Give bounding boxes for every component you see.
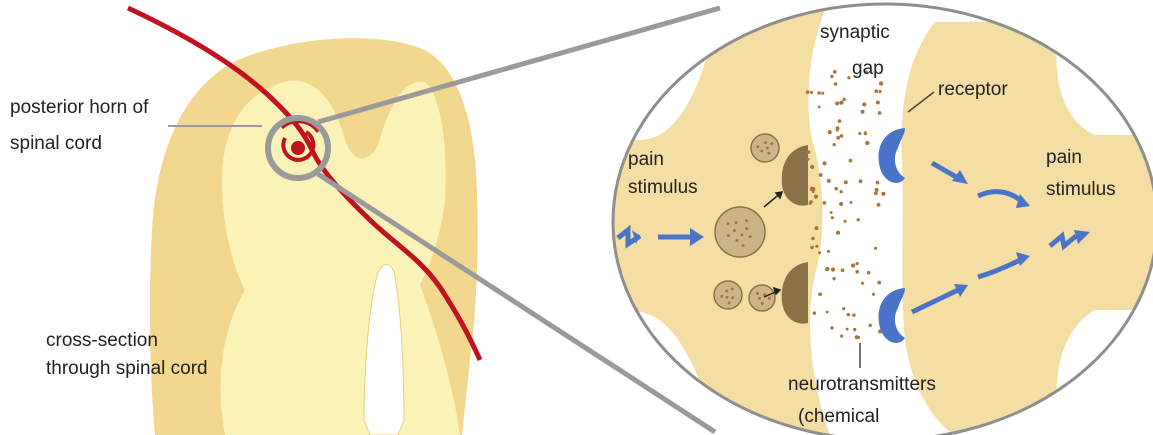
neurotransmitter-molecule xyxy=(821,92,824,95)
neurotransmitter-molecule xyxy=(857,336,860,339)
spinal-cord-grey-matter xyxy=(221,81,460,435)
neurotransmitter-molecule xyxy=(836,231,840,235)
neurotransmitter-molecule xyxy=(881,192,885,196)
neurotransmitter-molecule xyxy=(865,141,869,145)
neurotransmitter-molecule xyxy=(813,311,816,314)
neurotransmitter-molecule xyxy=(844,180,848,184)
neurotransmitter-molecule xyxy=(826,311,829,314)
neurotransmitter-molecule xyxy=(833,70,837,74)
neurotransmitter-molecule xyxy=(815,226,819,230)
neurotransmitter-molecule xyxy=(868,324,871,327)
neurotransmitter-molecule xyxy=(810,187,814,191)
neurotransmitter-molecule xyxy=(876,101,880,105)
neurotransmitter-molecule xyxy=(839,202,843,206)
neurotransmitter-molecule xyxy=(838,119,842,123)
neurotransmitter-molecule xyxy=(809,200,812,203)
neurotransmitter-molecule xyxy=(836,129,839,132)
neurotransmitter-molecule xyxy=(875,188,879,192)
neurotransmitter-molecule xyxy=(876,181,880,185)
neurotransmitter-molecule xyxy=(851,263,855,267)
neurotransmitter-molecule xyxy=(874,191,878,195)
neurotransmitter-molecule xyxy=(831,267,835,271)
neurotransmitter-molecule xyxy=(839,100,843,104)
neurotransmitter-molecule xyxy=(807,158,810,161)
neurotransmitter-molecule xyxy=(856,218,859,221)
neurotransmitter-molecule xyxy=(815,245,818,248)
neurotransmitter-molecule xyxy=(877,203,881,207)
neurotransmitter-molecule xyxy=(832,277,835,280)
neurotransmitter-molecule xyxy=(877,281,881,285)
neurotransmitter-molecule xyxy=(852,313,855,316)
neurotransmitter-molecule xyxy=(830,326,834,330)
neurotransmitter-molecule xyxy=(874,247,877,250)
neurotransmitter-molecule xyxy=(878,111,882,115)
neurotransmitter-molecule xyxy=(846,328,849,331)
neurotransmitter-molecule xyxy=(842,98,845,101)
vesicle xyxy=(751,134,779,162)
neurotransmitter-molecule xyxy=(810,165,814,169)
neurotransmitter-molecule xyxy=(858,132,861,135)
neurotransmitter-molecule xyxy=(861,282,864,285)
nerve-terminal-dot xyxy=(291,141,305,155)
neurotransmitter-molecule xyxy=(819,293,822,296)
neurotransmitter-molecule xyxy=(855,262,858,265)
neurotransmitter-molecule xyxy=(874,89,878,93)
neurotransmitter-molecule xyxy=(849,159,853,163)
neurotransmitter-molecule xyxy=(840,134,844,138)
neurotransmitter-molecule xyxy=(810,246,814,250)
neurotransmitter-molecule xyxy=(867,271,871,275)
neurotransmitter-molecule xyxy=(827,179,831,183)
vesicle xyxy=(749,285,775,311)
neurotransmitter-molecule xyxy=(818,106,821,109)
neurotransmitter-molecule xyxy=(879,90,882,93)
neurotransmitter-molecule xyxy=(862,102,866,106)
neurotransmitter-molecule xyxy=(835,101,839,105)
neurotransmitter-molecule xyxy=(840,335,843,338)
neurotransmitter-molecule xyxy=(859,179,863,183)
neurotransmitter-molecule xyxy=(806,90,810,94)
neurotransmitter-molecule xyxy=(834,82,838,86)
posterior-horn-label: posterior horn of spinal cord xyxy=(10,97,154,154)
neurotransmitter-molecule xyxy=(833,143,836,146)
neurotransmitter-molecule xyxy=(836,136,840,140)
neurotransmitter-molecule xyxy=(825,267,829,271)
neurotransmitter-molecule xyxy=(817,91,821,95)
neurotransmitter-molecule xyxy=(810,91,813,94)
neurotransmitter-molecule xyxy=(864,131,867,134)
neurotransmitter-molecule xyxy=(841,268,845,272)
vesicle xyxy=(714,281,742,309)
neurotransmitter-molecule xyxy=(872,293,875,296)
neurotransmitter-molecule xyxy=(849,201,852,204)
neurotransmitter-molecule xyxy=(831,216,834,219)
neurotransmitter-molecule xyxy=(823,201,827,205)
neurotransmitter-molecule xyxy=(843,220,846,223)
neurotransmitter-molecule xyxy=(828,130,832,134)
neurotransmitter-molecule xyxy=(834,187,838,191)
neurotransmitter-molecule xyxy=(807,150,811,154)
neurotransmitter-molecule xyxy=(842,307,845,310)
neurotransmitter-molecule xyxy=(853,328,856,331)
vesicle xyxy=(715,207,765,257)
neurotransmitter-molecule xyxy=(823,161,827,165)
neurotransmitter-molecule xyxy=(861,110,865,114)
neurotransmitter-molecule xyxy=(839,190,842,193)
neurotransmitter-molecule xyxy=(814,195,818,199)
neurotransmitter-molecule xyxy=(818,251,821,254)
neurotransmitter-molecule xyxy=(855,270,859,274)
neurotransmitter-molecule xyxy=(819,173,823,177)
neurotransmitter-molecule xyxy=(847,76,850,79)
neurotransmitter-molecule xyxy=(830,75,833,78)
neurotransmitter-molecule xyxy=(827,250,830,253)
neurotransmitter-molecule xyxy=(847,313,850,316)
neurotransmitter-molecule xyxy=(879,81,883,85)
neurotransmitter-molecule xyxy=(811,237,814,240)
receptor-label: receptor xyxy=(938,79,1008,100)
neurotransmitter-molecule xyxy=(830,211,833,214)
